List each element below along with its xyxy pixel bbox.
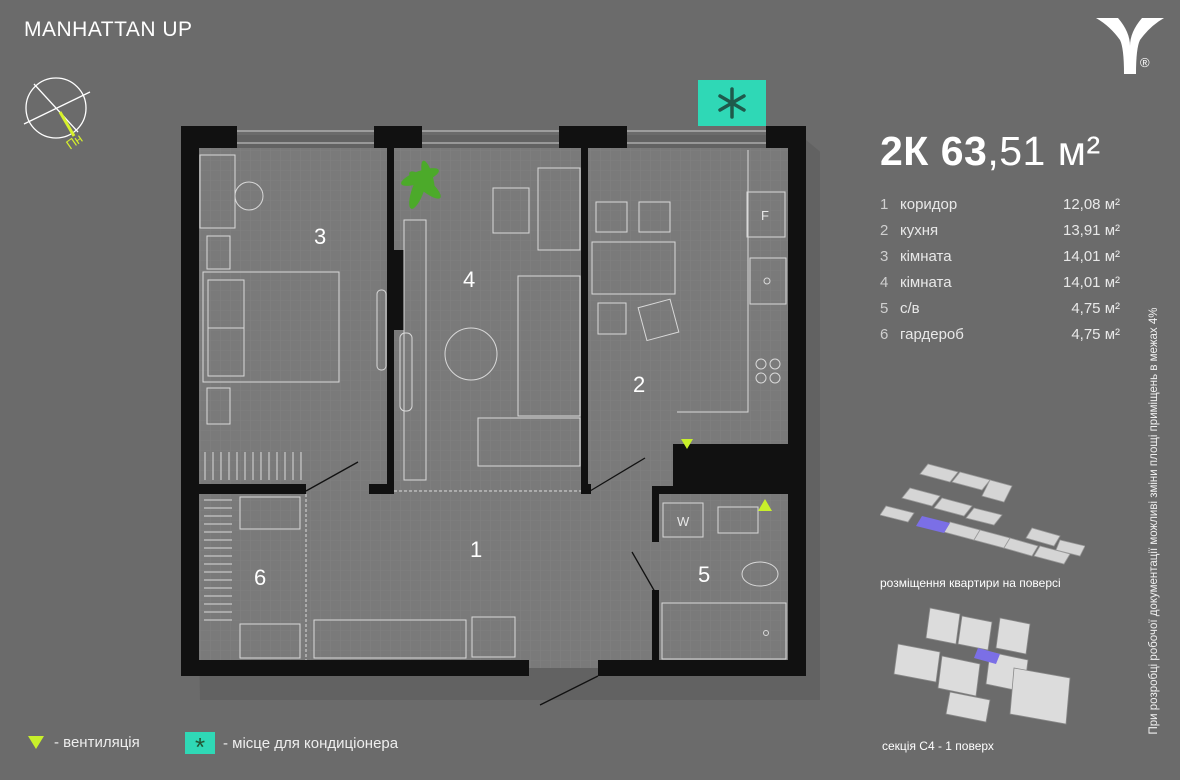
washer-label: W xyxy=(677,514,690,529)
ventilation-marker-bathroom xyxy=(758,499,772,511)
ventilation-triangle-icon xyxy=(28,736,44,749)
section-highlight xyxy=(974,648,1000,664)
legend-ventilation: - вентиляція xyxy=(28,734,140,751)
brand-title: MANHATTAN UP xyxy=(24,18,193,41)
section-caption: секція С4 - 1 поверх xyxy=(882,739,994,753)
area-disclaimer: При розробці робочої документації можлив… xyxy=(1148,307,1160,735)
apartment-area-dec: ,51 xyxy=(987,128,1046,174)
room-label-1: 1 xyxy=(470,537,482,562)
apartment-area-int: 63 xyxy=(940,128,988,174)
registered-mark: ® xyxy=(1140,55,1150,70)
developer-logo xyxy=(1096,18,1164,74)
apartment-type: 2К xyxy=(880,128,929,174)
asterisk-icon: * xyxy=(185,732,215,754)
apartment-highlight xyxy=(916,516,950,533)
palm-plant-icon xyxy=(401,160,441,209)
legend-ac-label: - місце для кондиціонера xyxy=(223,734,399,752)
room-label-6: 6 xyxy=(254,565,266,590)
compass-icon xyxy=(23,77,91,139)
room-label-3: 3 xyxy=(314,224,326,249)
ventilation-marker-kitchen xyxy=(681,439,693,449)
floor-map-caption: розміщення квартири на поверсі xyxy=(880,576,1061,590)
floor-plan: 3 4 2 1 6 5 W F xyxy=(181,80,820,706)
apartment-area-unit: м² xyxy=(1057,128,1101,174)
building-section-map xyxy=(893,607,1071,725)
room-label-2: 2 xyxy=(633,372,645,397)
room-label-5: 5 xyxy=(698,562,710,587)
floor-location-map xyxy=(880,463,1085,565)
legend-ac: * - місце для кондиціонера xyxy=(185,732,398,754)
apartment-title: 2К 63,51 м² xyxy=(880,128,1101,175)
legend-ventilation-label: - вентиляція xyxy=(54,734,140,751)
room-label-4: 4 xyxy=(463,267,475,292)
fridge-label: F xyxy=(761,208,769,223)
